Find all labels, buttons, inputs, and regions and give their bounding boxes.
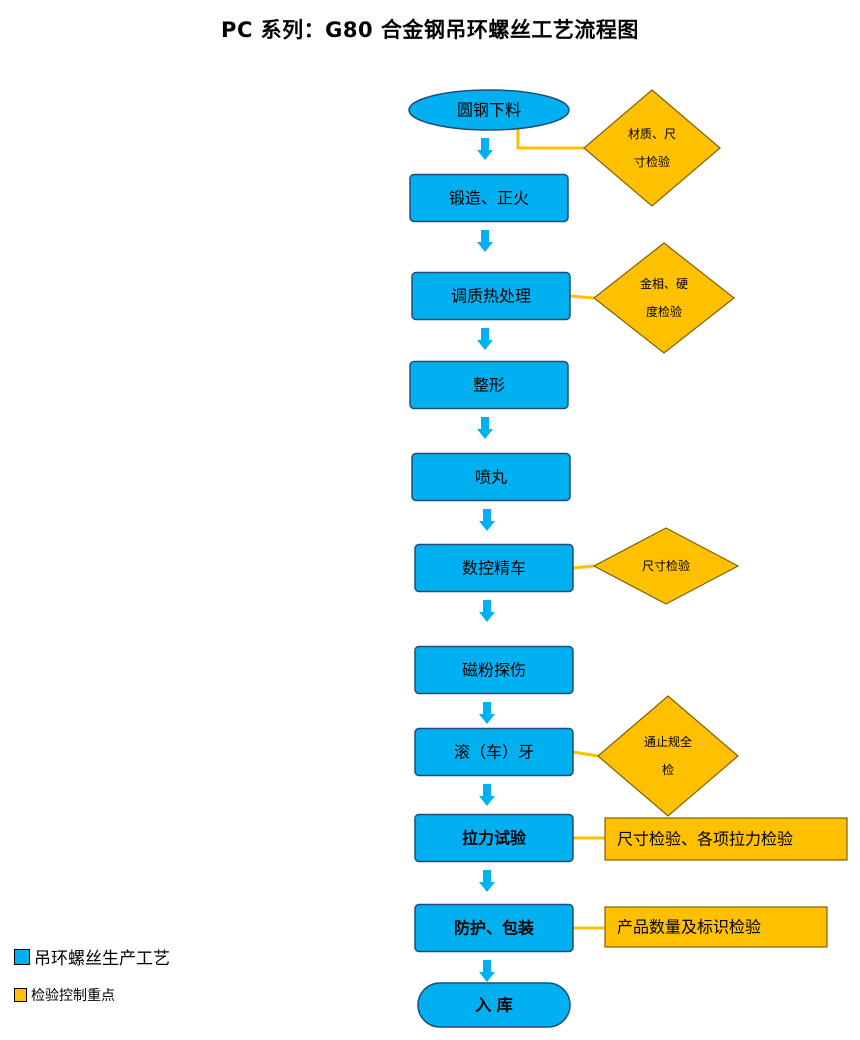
process-step-ellipse	[408, 89, 570, 131]
inspection-diamond	[583, 89, 721, 207]
inspection-box	[604, 817, 848, 861]
legend-item-inspection: 检验控制重点	[14, 985, 115, 1005]
flow-arrow-head	[479, 796, 495, 806]
flow-arrow-shaft	[483, 509, 491, 521]
flow-arrow-head	[477, 340, 493, 350]
process-step-box	[414, 727, 574, 777]
inspection-label: 检	[662, 762, 674, 777]
flow-arrow-shaft	[481, 417, 489, 429]
legend-swatch-process	[14, 948, 30, 965]
process-step-label: 整形	[473, 376, 505, 395]
inspection-label: 尺寸检验、各项拉力检验	[617, 830, 793, 849]
flow-arrow-shaft	[481, 328, 489, 340]
inspection-connector	[572, 564, 595, 570]
flow-arrow-shaft	[483, 600, 491, 612]
flow-arrow-head	[477, 429, 493, 439]
process-step-label: 数控精车	[462, 559, 526, 578]
inspection-diamond	[592, 527, 740, 605]
process-step-box	[411, 271, 571, 321]
process-step-label: 磁粉探伤	[462, 661, 526, 680]
process-step-terminal	[417, 982, 571, 1028]
process-step-box	[414, 813, 574, 863]
inspection-label: 金相、硬	[640, 276, 688, 291]
inspection-connector	[516, 128, 584, 150]
flow-arrow-shaft	[483, 960, 491, 972]
process-step-box	[414, 903, 574, 953]
flow-arrow-head	[477, 242, 493, 252]
process-step-label: 喷丸	[475, 468, 507, 487]
inspection-label: 通止规全	[644, 734, 692, 749]
flow-arrow-shaft	[483, 702, 491, 714]
inspection-connector	[569, 294, 595, 300]
process-step-box	[414, 645, 574, 695]
inspection-label: 寸检验	[634, 154, 670, 169]
process-step-box	[414, 543, 574, 593]
flow-arrow-head	[479, 714, 495, 724]
inspection-label: 产品数量及标识检验	[617, 918, 761, 937]
flow-arrow-head	[479, 612, 495, 622]
process-step-box	[409, 173, 569, 223]
flow-arrow-head	[479, 972, 495, 982]
flow-arrow-shaft	[481, 138, 489, 150]
legend-label-inspection: 检验控制重点	[31, 988, 115, 1004]
process-step-label: 防护、包装	[454, 919, 534, 938]
process-step-label: 入 库	[475, 996, 513, 1015]
flow-arrow-shaft	[481, 230, 489, 242]
process-step-label: 拉力试验	[462, 829, 527, 848]
inspection-label: 度检验	[646, 304, 682, 319]
legend-label-process: 吊环螺丝生产工艺	[34, 949, 170, 969]
flow-arrow-shaft	[483, 870, 491, 882]
process-step-label: 调质热处理	[451, 287, 531, 306]
inspection-connector	[572, 750, 599, 758]
page-title: PC 系列：G80 合金钢吊环螺丝工艺流程图	[221, 18, 639, 42]
process-step-box	[409, 360, 569, 410]
process-step-box	[411, 452, 571, 502]
legend-item-process: 吊环螺丝生产工艺	[14, 944, 170, 969]
inspection-diamond	[593, 242, 735, 354]
inspection-box	[604, 906, 828, 948]
process-step-label: 滚（车）牙	[454, 743, 534, 762]
process-step-label: 锻造、正火	[449, 189, 529, 208]
inspection-label: 材质、尺	[628, 127, 676, 141]
flow-arrow-head	[479, 882, 495, 892]
flow-arrow-head	[479, 521, 495, 531]
inspection-label: 尺寸检验	[642, 558, 690, 573]
legend-swatch-inspection	[14, 988, 27, 1002]
process-step-label: 圆钢下料	[457, 101, 521, 120]
flow-arrow-shaft	[483, 784, 491, 796]
inspection-diamond	[597, 695, 739, 817]
flow-arrow-head	[477, 150, 493, 160]
